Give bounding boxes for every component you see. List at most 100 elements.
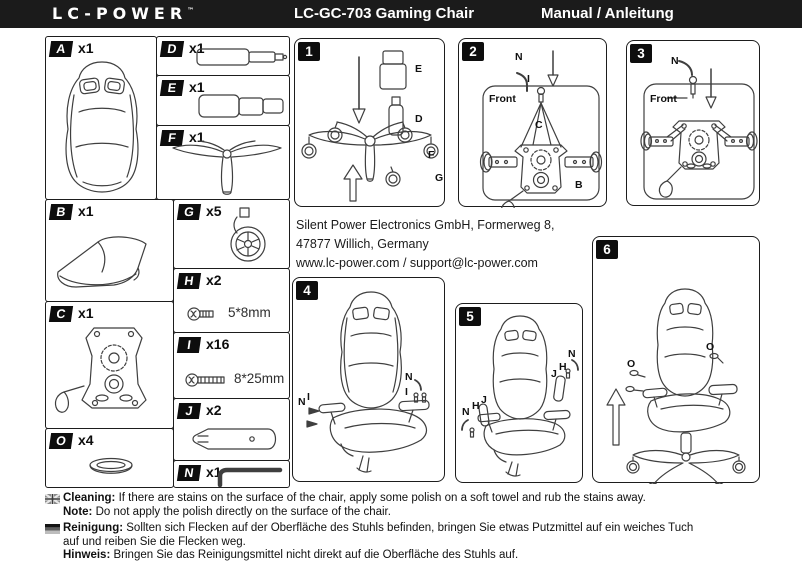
step5-label-n-right: N [568,348,576,360]
step2-label-front: Front [489,93,516,105]
part-count-c: x1 [78,305,94,321]
step3-illustration [640,60,758,200]
company-address: Silent Power Electronics GmbH, Formerweg… [296,216,596,273]
caster-illustration [230,207,266,262]
part-panel-b: B x1 [45,199,174,302]
part-panel-f: F x1 [156,125,290,200]
step-number-6: 6 [596,240,618,259]
step-number-4: 4 [296,281,318,300]
screw-h-icon [187,307,214,321]
step-panel-6: 6 O O [592,236,760,484]
screw-h-size: 5*8mm [228,305,271,320]
step4-illustration [306,291,430,473]
part-panel-d: D x1 [156,36,290,76]
part-panel-c: C x1 [45,301,174,429]
step-panel-1: 1 E D F G [294,38,445,207]
step5-label-j-right: J [551,368,557,380]
cover-plate-illustration [192,428,277,450]
part-letter-e: E [159,80,185,96]
part-letter-o: O [48,433,74,449]
step-panel-3: 3 N Front [626,40,760,206]
base-illustration [172,140,282,195]
part-letter-h: H [176,273,202,289]
part-letter-d: D [159,41,185,57]
step5-label-n-left: N [462,406,470,418]
product-title: LC-GC-703 Gaming Chair [294,5,475,22]
cover-illustration [198,94,284,118]
step2-label-b: B [575,179,583,191]
step6-illustration [606,288,746,484]
cleaning-note-en: Cleaning: If there are stains on the sur… [45,492,757,519]
step5-label-h-left: H [472,400,480,412]
step2-label-i: I [527,73,530,85]
step4-label-n-left: N [298,396,306,408]
reinigung-label: Reinigung: [63,522,124,534]
part-count-a: x1 [78,40,94,56]
part-panel-g: G x5 [173,199,290,269]
reinigung-text1: Sollten sich Flecken auf der Oberfläche … [126,522,694,534]
part-panel-j: J x2 [173,398,290,461]
uk-flag-icon [45,494,60,504]
step4-label-n-right: N [405,371,413,383]
step-number-2: 2 [462,42,484,61]
step1-label-e: E [415,63,423,75]
cleaning-note-de: Reinigung: Sollten sich Flecken auf der … [45,522,757,563]
manual-title: Manual / Anleitung [541,5,674,22]
step2-label-n: N [515,51,523,63]
part-panel-a: A x1 [45,36,157,200]
step2-illustration [479,50,603,208]
step-panel-5: 5 N H J J H N [455,303,583,483]
cap-illustration [89,457,133,474]
step1-label-f: F [428,149,435,161]
cleaning-note-text: Do not apply the polish directly on the … [95,505,391,518]
step5-label-h-right: H [559,361,567,373]
part-count-d: x1 [189,40,205,56]
backrest-illustration [65,61,139,193]
step-panel-2: 2 N I Front C B [458,38,607,208]
cleaning-text: If there are stains on the surface of th… [118,492,646,504]
part-letter-g: G [176,204,202,220]
step2-label-c: C [535,119,543,131]
step3-label-n: N [671,55,679,67]
part-letter-a: A [48,41,74,57]
part-count-h: x2 [206,272,222,288]
part-panel-e: E x1 [156,75,290,126]
step5-illustration [461,315,579,477]
part-count-g: x5 [206,203,222,219]
lc-power-logo: LC-POWER™ [52,4,195,23]
part-letter-j: J [176,403,202,419]
step3-label-front: Front [650,93,677,105]
hinweis-label: Hinweis: [63,549,111,561]
step-number-3: 3 [630,44,652,63]
cleaning-label: Cleaning: [63,492,116,504]
step1-label-d: D [415,113,423,125]
screw-i-icon [185,373,225,387]
step4-label-i-right: I [405,386,408,398]
step4-label-i-left: I [307,391,310,403]
part-letter-b: B [48,204,74,220]
part-panel-h: H x2 5*8mm [173,268,290,333]
gaslift-illustration [196,48,288,66]
part-letter-n: N [176,465,202,481]
mechanism-illustration [54,327,147,413]
step6-label-o-left: O [627,358,636,370]
address-line2: 47877 Willich, Germany [296,237,429,251]
part-panel-o: O x4 [45,428,174,488]
part-count-b: x1 [78,203,94,219]
part-letter-i: I [176,337,202,353]
part-count-e: x1 [189,79,205,95]
address-line3: www.lc-power.com / support@lc-power.com [296,256,538,270]
german-flag-icon [45,524,60,534]
step1-illustration [301,50,439,202]
step-number-5: 5 [459,307,481,326]
step-number-1: 1 [298,42,320,61]
part-panel-i: I x16 8*25mm [173,332,290,399]
step6-label-o-right: O [706,341,715,353]
part-count-o: x4 [78,432,94,448]
step1-label-g: G [435,172,444,184]
step-panel-4: 4 N I N I [292,277,445,482]
part-letter-c: C [48,306,74,322]
reinigung-text2: auf und reiben Sie die Flecken weg. [63,535,246,548]
allen-key-illustration [217,467,283,487]
